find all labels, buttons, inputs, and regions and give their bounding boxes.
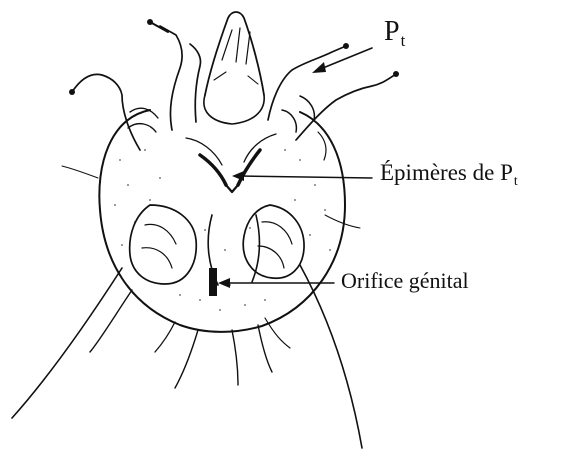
leader-lines [218, 48, 372, 288]
label-epimeres-sub: t [514, 173, 518, 188]
genital-orifice [209, 268, 217, 296]
right-anterior-legs [268, 43, 399, 160]
label-epimeres: Épimères de Pt [380, 160, 518, 189]
gnathosoma [204, 12, 264, 124]
label-pt-sub: t [401, 31, 406, 50]
epimeres-pt [186, 134, 276, 192]
left-anterior-legs [69, 19, 201, 150]
rear-setae [12, 166, 362, 448]
label-pt-main: P [384, 16, 400, 47]
label-epimeres-main: Épimères de P [380, 160, 513, 185]
label-orifice-genital: Orifice génital [341, 268, 469, 294]
label-pt: Pt [384, 16, 405, 51]
